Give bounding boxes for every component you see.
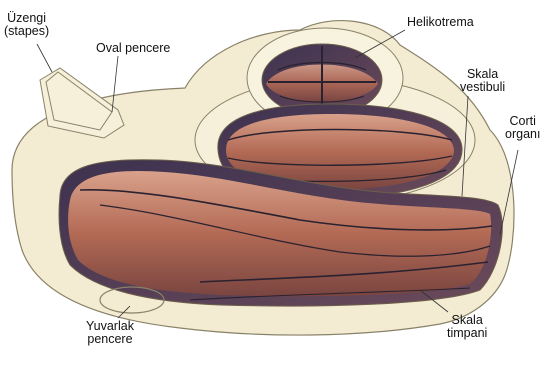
label-oval-window: Oval pencere [96, 42, 170, 55]
label-scala-tympani: Skala timpani [447, 314, 487, 340]
label-stapes-line2: (stapes) [4, 25, 49, 38]
label-helicotrema: Helikotrema [407, 16, 474, 29]
label-round-window-line2: pencere [86, 333, 134, 346]
label-scala-vestibuli-line2: vestibuli [460, 81, 505, 94]
label-round-window: Yuvarlak pencere [86, 320, 134, 346]
label-organ-of-corti: Corti organı [505, 115, 540, 141]
label-stapes: Üzengi (stapes) [4, 12, 49, 38]
label-organ-of-corti-line2: organı [505, 128, 540, 141]
label-scala-tympani-line2: timpani [447, 327, 487, 340]
label-scala-vestibuli: Skala vestibuli [460, 68, 505, 94]
